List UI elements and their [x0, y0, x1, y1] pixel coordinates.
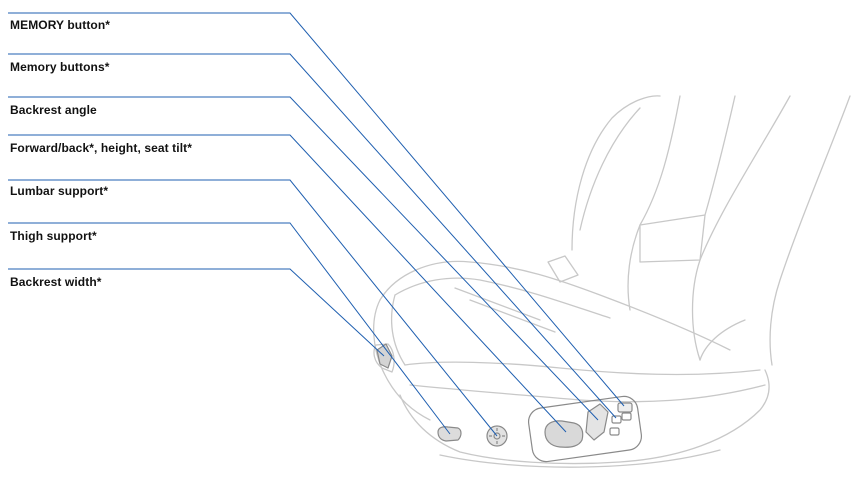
- memory-key-3: [621, 412, 632, 421]
- backrest-panel: [639, 214, 706, 263]
- backrest-right-edge: [769, 95, 851, 366]
- label-memory-buttons: Memory buttons*: [10, 60, 110, 74]
- side-panel-outline: [399, 369, 770, 465]
- belt-buckle: [547, 255, 579, 283]
- cushion-side-lower: [409, 384, 766, 403]
- label-backrest-width: Backrest width*: [10, 275, 102, 289]
- cushion-front: [373, 299, 431, 421]
- cushion-front-inner: [390, 294, 406, 366]
- seat-switch: [544, 420, 584, 448]
- cushion-seam-2: [469, 299, 556, 333]
- leader-line-width: [8, 268, 385, 357]
- cushion-top: [379, 260, 731, 351]
- backrest-side-left: [579, 107, 641, 231]
- side-panel-bottom: [439, 449, 721, 468]
- lumbar-knob-arrows: [489, 428, 505, 444]
- label-backrest-angle: Backrest angle: [10, 103, 97, 117]
- backrest-right-bolster: [691, 95, 791, 361]
- label-forward-back-height-tilt: Forward/back*, height, seat tilt*: [10, 141, 193, 155]
- leader-lines: [8, 12, 625, 437]
- backrest-outer-edge: [571, 95, 661, 251]
- label-lumbar-support: Lumbar support*: [10, 184, 109, 198]
- memory-key-2: [609, 427, 620, 436]
- width-switch: [376, 343, 393, 369]
- leader-line-memory-button: [8, 12, 625, 407]
- label-memory-button: MEMORY button*: [10, 18, 111, 32]
- leader-line-lumbar: [8, 179, 498, 437]
- cushion-top-inner: [394, 277, 611, 319]
- backrest-switch: [585, 403, 609, 441]
- leader-line-thigh: [8, 222, 451, 435]
- leader-line-forward-back: [8, 134, 567, 433]
- memory-key-1: [611, 415, 622, 424]
- backrest-lower: [699, 319, 746, 361]
- lever-housing: [373, 343, 395, 373]
- backrest-inner-1: [627, 95, 681, 311]
- memory-button-key: [617, 402, 633, 413]
- cushion-side: [404, 361, 761, 376]
- control-panel: [376, 343, 643, 463]
- leader-line-backrest-angle: [8, 96, 599, 421]
- label-thigh-support: Thigh support*: [10, 229, 97, 243]
- leader-line-memory-buttons: [8, 53, 617, 419]
- backrest-inner-2: [704, 95, 736, 216]
- lumbar-knob-center: [493, 432, 501, 440]
- seat-outline: [373, 95, 851, 468]
- cushion-seam: [454, 287, 541, 321]
